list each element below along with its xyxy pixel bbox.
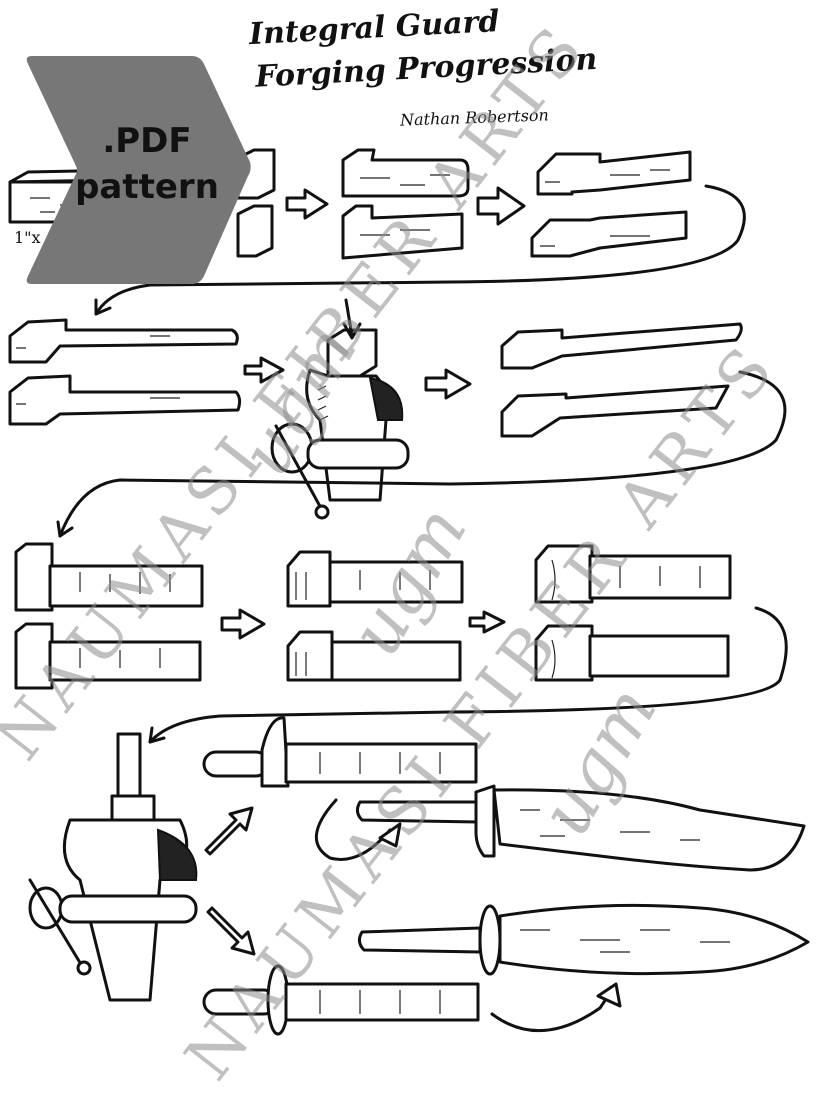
arrow-right-icon: [285, 188, 329, 220]
guard-block-3: [534, 544, 732, 682]
forging-illustration: [8, 148, 810, 1036]
arrow-diagonal-icon: [204, 806, 254, 856]
badge-label-line-2: pattern: [75, 167, 219, 207]
tapered-tang-bottom: [500, 384, 730, 438]
dagger-blade: [357, 903, 810, 976]
return-arrow-icon: [58, 370, 787, 538]
guard-block-2: [286, 550, 464, 682]
arrow-right-icon: [243, 356, 285, 384]
arrow-right-icon: [424, 368, 472, 400]
vise-icon: [28, 732, 198, 1002]
vise-icon: [270, 328, 410, 520]
chevron-shape: [26, 56, 251, 284]
rotate-arrow-icon: [490, 988, 614, 1032]
shoulder-bar-top: [341, 148, 470, 198]
rotate-arrow-icon: [314, 798, 392, 861]
tang-bar-bottom: [8, 374, 242, 426]
arrow-diagonal-icon: [206, 906, 256, 956]
drawn-tang-top: [536, 150, 692, 196]
guard-blank-top: [202, 716, 478, 788]
return-arrow-icon: [94, 184, 746, 316]
shoulder-bar-bottom: [341, 204, 464, 260]
return-arrow-icon: [148, 606, 788, 744]
drawn-tang-bottom: [530, 210, 688, 258]
arrow-down-icon: [342, 298, 362, 340]
arrow-right-icon: [476, 186, 526, 226]
tang-bar-top: [8, 318, 239, 364]
arrow-right-icon: [468, 610, 506, 634]
tapered-tang-top: [500, 322, 743, 370]
guard-block-1: [14, 542, 204, 690]
pdf-pattern-badge[interactable]: .PDF pattern: [24, 56, 252, 284]
guard-blank-bottom: [202, 964, 480, 1036]
bowie-blade: [355, 784, 806, 872]
stock-dimension-label: 1"x: [14, 228, 41, 247]
badge-label-line-1: .PDF: [102, 121, 192, 161]
arrow-right-icon: [220, 608, 266, 640]
